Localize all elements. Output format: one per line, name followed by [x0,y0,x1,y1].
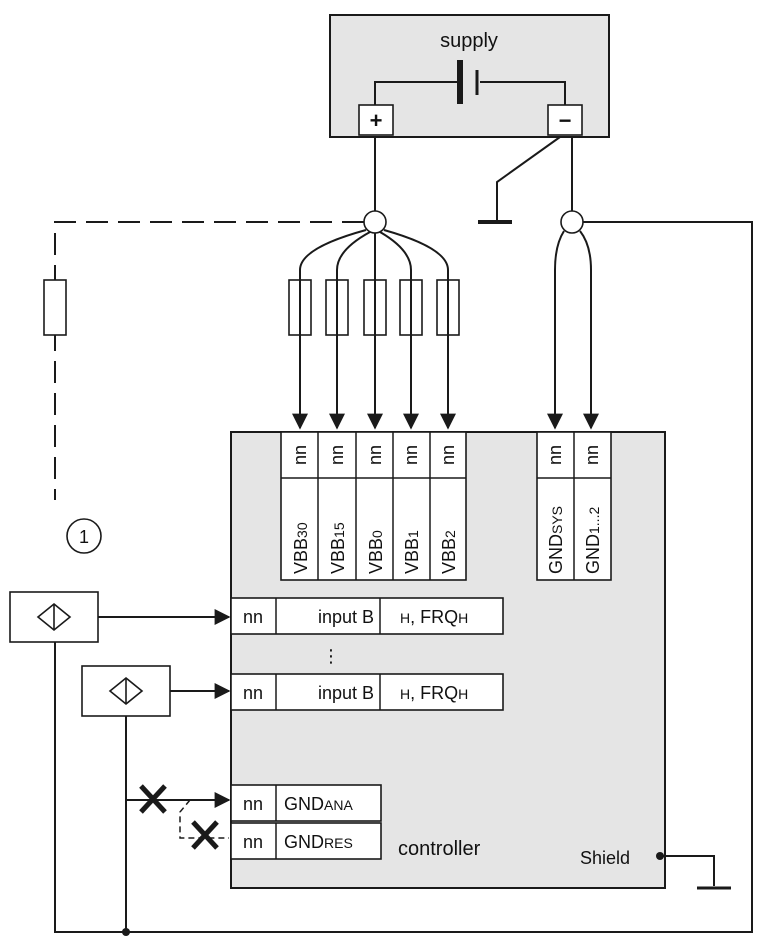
callout-circle [66,518,102,554]
gnd-res-pin: nn [243,832,263,852]
junction-dot [122,928,130,936]
callout-number: 1 [79,527,89,547]
gnd-ana-row: nn GNDANA [230,784,382,822]
vbb-label-4: VBB2 [439,530,459,574]
input-2-pin: nn [243,683,263,703]
input-row-1: nn input B H, FRQH [230,597,504,635]
shield-fuse [43,279,67,336]
input-2-suffix: H, FRQH [400,683,468,703]
gnd-res-label: GNDRES [284,832,353,852]
distribution-node-plus [363,210,387,234]
input-1-suffix: H, FRQH [400,607,468,627]
vbb-pin-0: nn [290,445,310,465]
plus-sign: + [370,108,383,133]
gnd-ana-pin: nn [243,794,263,814]
input-1-pin: nn [243,607,263,627]
vbb-label-2: VBB0 [366,530,386,574]
plus-terminal [358,104,394,136]
dashed-shield-wire [54,221,364,500]
ellipsis: ⋮ [322,646,340,666]
vbb-pin-3: nn [401,445,421,465]
minus-terminal [547,104,583,136]
vbb-label-0: VBB30 [291,522,311,574]
input-row-2: nn input B H, FRQH [230,673,504,711]
vbb-label-3: VBB1 [402,530,422,574]
sensor-2[interactable] [81,665,171,717]
gnd-label-1: GND1...2 [583,507,603,574]
vbb-pin-1: nn [327,445,347,465]
input-2-label: input B [318,683,374,703]
vbb-pin-4: nn [438,445,458,465]
supply-terminal-strip [280,431,467,581]
shield-wire [54,221,753,933]
shield-dot [656,852,664,860]
controller-label: controller [398,838,481,860]
input-1-label: input B [318,607,374,627]
shield-label: Shield [580,848,630,868]
gnd-ana-label: GNDANA [284,794,353,814]
supply-box: supply + − [329,14,610,138]
gnd-res-row: nn GNDRES [230,822,382,860]
sensor-symbol-icon [108,676,144,706]
vbb-pin-2: nn [365,445,385,465]
supply-ground-wire [496,136,561,220]
minus-sign: − [559,108,572,133]
sensor-1[interactable] [9,591,99,643]
supply-label: supply [440,30,498,52]
gnd-label-0: GNDSYS [546,506,566,574]
no-connect-x-icon [139,784,167,814]
gnd-pin-1: nn [582,445,602,465]
gnd-pin-0: nn [545,445,565,465]
sensor-symbol-icon [36,602,72,632]
distribution-node-minus [560,210,584,234]
ground-terminal-strip [536,431,612,581]
vbb-label-1: VBB15 [328,522,348,574]
no-connect-x-icon [191,820,219,850]
